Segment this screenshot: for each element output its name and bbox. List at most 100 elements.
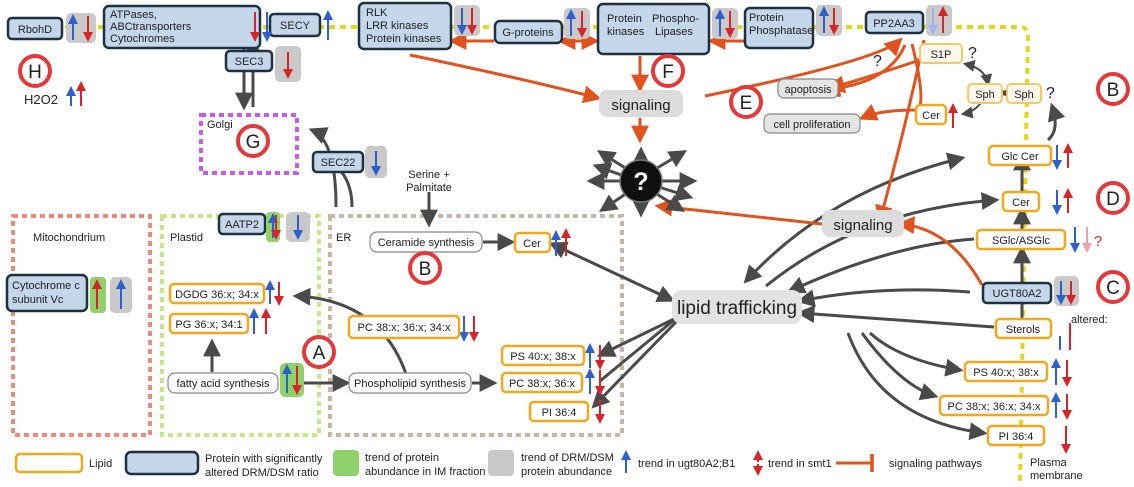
legend: Lipid Protein with significantly altered… xyxy=(14,450,982,479)
secy-box[interactable] xyxy=(268,12,322,38)
cer-er-label: Cer xyxy=(523,238,541,250)
er-label: ER xyxy=(336,232,351,244)
legend-gray-1: trend of DRM/DSM xyxy=(521,452,614,464)
letter-e: E xyxy=(740,93,753,114)
sglc-label: SGlc/ASGlc xyxy=(992,235,1051,247)
legend-protein-1: Protein with significantly xyxy=(205,453,323,465)
mitochondrium-label: Mitochondrium xyxy=(33,232,105,244)
plastid-compartment xyxy=(160,214,321,437)
dark-arrows xyxy=(203,37,1066,441)
atpases-line3: Cytochromes xyxy=(110,33,175,45)
pm-line1: Plasma xyxy=(1030,457,1068,469)
mitochondrium-compartment xyxy=(11,214,152,437)
pp2aa3-label: PP2AA3 xyxy=(873,18,915,30)
letter-g: G xyxy=(246,132,261,153)
question-sph: ? xyxy=(1046,85,1055,102)
pp-line2: Phosphatase xyxy=(749,25,813,37)
ugt80a2-box[interactable] xyxy=(981,281,1053,305)
rlk-box[interactable] xyxy=(357,1,453,51)
sph2-label: Sph xyxy=(1014,89,1034,101)
legend-lipid: Lipid xyxy=(89,458,112,470)
pg-label: PG 36:x; 34:1 xyxy=(175,319,242,331)
sec22-label: SEC22 xyxy=(321,157,356,169)
pk-line1: Protein xyxy=(607,13,642,25)
section-letters: H G F E B D C A B xyxy=(18,54,1130,369)
pk-line2: kinases xyxy=(607,26,645,38)
letter-b-er: B xyxy=(419,259,432,280)
pi-er-label: PI 36:4 xyxy=(542,407,577,419)
cytc-line2: subunit Vc xyxy=(12,294,64,306)
plasma-membrane-line xyxy=(10,25,1031,486)
gproteins-label: G-proteins xyxy=(502,27,554,39)
question-sglc: ? xyxy=(1094,233,1102,250)
protein-boxes: RbohD ATPases, ABCtransporters Cytochrom… xyxy=(5,1,1053,313)
process-boxes: apoptosis cell proliferation Ceramide sy… xyxy=(167,78,904,394)
letter-f: F xyxy=(662,62,674,83)
gproteins-box[interactable] xyxy=(493,19,564,45)
phosphatase-box[interactable] xyxy=(743,6,815,50)
phospholipid-synthesis-label: Phospholipid synthesis xyxy=(354,378,466,390)
signaling-mid-label: signaling xyxy=(833,217,892,234)
rbohd-label: RbohD xyxy=(18,24,52,36)
golgi-compartment xyxy=(199,113,299,175)
serine-line2: Palmitate xyxy=(406,182,452,194)
secy-label: SECY xyxy=(280,20,311,32)
letter-c: C xyxy=(1106,278,1120,299)
golgi-label: Golgi xyxy=(207,119,233,131)
atpases-box[interactable] xyxy=(102,4,262,50)
cell-proliferation-label: cell proliferation xyxy=(773,119,850,131)
kinases-lipases-box[interactable] xyxy=(596,2,711,56)
cytc-line1: Cytochrome c xyxy=(12,280,80,292)
signaling-arrows xyxy=(409,32,984,286)
pl-line1: Phospho- xyxy=(652,13,699,25)
ps-pm-label: PS 40:x; 38:x xyxy=(973,367,1039,379)
letter-h: H xyxy=(28,62,42,83)
letter-d: D xyxy=(1106,189,1120,210)
pc-er-label: PC 38:x; 36:x; 34:x xyxy=(358,322,451,334)
sec3-label: SEC3 xyxy=(235,56,264,68)
pl-line2: Lipases xyxy=(655,26,693,38)
cytochrome-c-box[interactable] xyxy=(5,273,89,313)
lipid-boxes: S1P Sph Sph Cer Cer Glc Cer Cer SGlc/ASG… xyxy=(168,43,1067,447)
trend-arrows xyxy=(66,6,1092,454)
legend-red: trend in smt1 xyxy=(768,458,832,470)
signaling-top-label: signaling xyxy=(611,97,670,114)
pp-line1: Protein xyxy=(749,12,784,24)
letter-b-right: B xyxy=(1107,80,1120,101)
legend-protein-2: altered DRM/DSM ratio xyxy=(205,467,319,479)
rbohd-box[interactable] xyxy=(6,16,64,41)
ugt80a2-label: UGT80A2 xyxy=(993,288,1042,300)
pc-er2-label: PC 38:x; 36:x xyxy=(509,378,576,390)
legend-green-1: trend of protein xyxy=(365,452,439,464)
sec3-box[interactable] xyxy=(224,49,274,73)
question-s1p-cer: ? xyxy=(873,53,882,70)
ceramide-synthesis-label: Ceramide synthesis xyxy=(378,237,475,249)
letter-a: A xyxy=(313,343,326,364)
serine-line1: Serine + xyxy=(408,169,449,181)
pc-pm-label: PC 38:x; 36:x; 34:x xyxy=(948,401,1041,413)
glccer-label: Glc Cer xyxy=(1001,151,1039,163)
h2o2-label: H2O2 xyxy=(24,92,58,107)
legend-signal: signaling pathways xyxy=(889,458,982,470)
er-compartment xyxy=(328,214,624,437)
cer-pm-label: Cer xyxy=(1012,197,1030,209)
compartment-labels: Golgi Mitochondrium Plastid ER Plasma me… xyxy=(24,45,1108,482)
aatp2-label: AATP2 xyxy=(225,219,259,231)
pi-pm-label: PI 36:4 xyxy=(999,431,1034,443)
dgdg-label: DGDG 36:x; 34:x xyxy=(175,289,259,301)
sph1-label: Sph xyxy=(975,89,995,101)
s1p-label: S1P xyxy=(931,49,952,61)
rlk-line1: RLK xyxy=(366,7,388,19)
atpases-line1: ATPases, xyxy=(110,9,157,21)
atpases-line2: ABCtransporters xyxy=(110,21,192,33)
rlk-line3: Protein kinases xyxy=(366,33,442,45)
apoptosis-label: apoptosis xyxy=(784,84,832,96)
sec22-box[interactable] xyxy=(311,150,365,174)
plastid-label: Plastid xyxy=(170,232,203,244)
pp2aa3-box[interactable] xyxy=(864,10,925,35)
legend-green-2: abundance in IM fraction xyxy=(365,466,485,478)
aatp2-box[interactable] xyxy=(217,212,267,236)
sterols-label: Sterols xyxy=(1006,324,1041,336)
lipid-trafficking-label: lipid trafficking xyxy=(677,298,797,319)
